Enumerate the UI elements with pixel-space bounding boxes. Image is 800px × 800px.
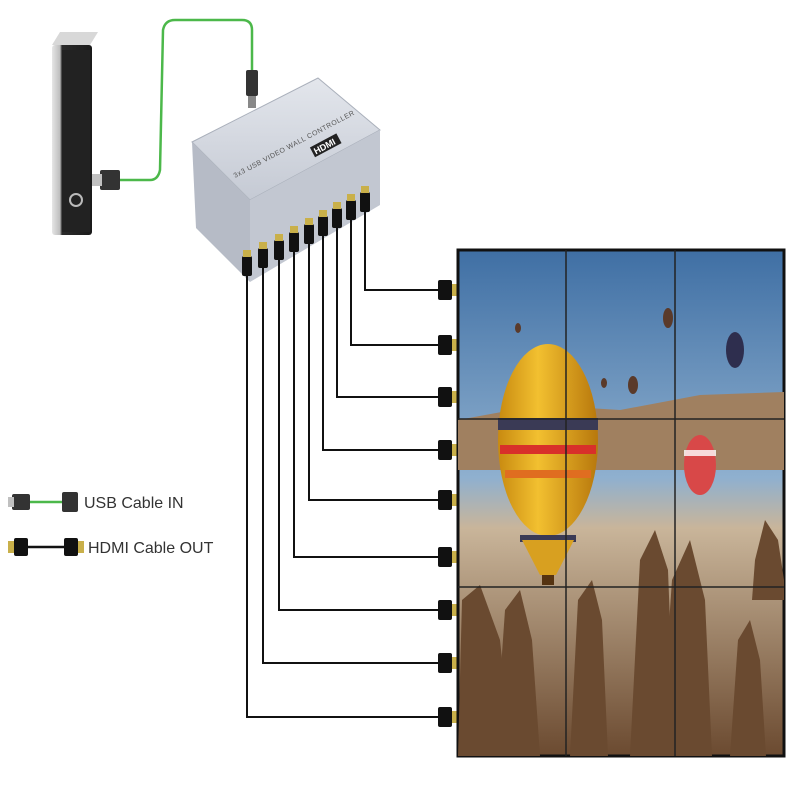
power-button-icon	[69, 193, 83, 207]
hdmi-logo-icon	[309, 133, 342, 158]
controller-hdmi-ports	[242, 186, 370, 276]
legend-usb: USB Cable IN	[8, 492, 184, 512]
usb-plug-icon	[12, 494, 30, 510]
pc-tower	[52, 32, 98, 235]
video-wall	[456, 248, 786, 758]
legend: USB Cable IN HDMI Cable OUT	[8, 492, 214, 557]
small-balloons	[515, 308, 744, 495]
rock-formations	[458, 520, 784, 756]
usb-cable	[92, 18, 258, 190]
legend-usb-label: USB Cable IN	[84, 495, 184, 512]
legend-hdmi-label: HDMI Cable OUT	[88, 540, 214, 557]
hdmi-cables	[246, 212, 440, 718]
hdmi-plug-icon	[64, 538, 78, 556]
usb-b-plug-icon	[62, 492, 78, 512]
usb-plug-icon	[100, 170, 120, 190]
hot-air-balloon	[498, 344, 598, 585]
wall-hdmi-plugs	[438, 280, 458, 727]
panel-seams	[458, 250, 784, 756]
legend-hdmi: HDMI Cable OUT	[8, 538, 214, 557]
hdmi-plug-icon	[14, 538, 28, 556]
